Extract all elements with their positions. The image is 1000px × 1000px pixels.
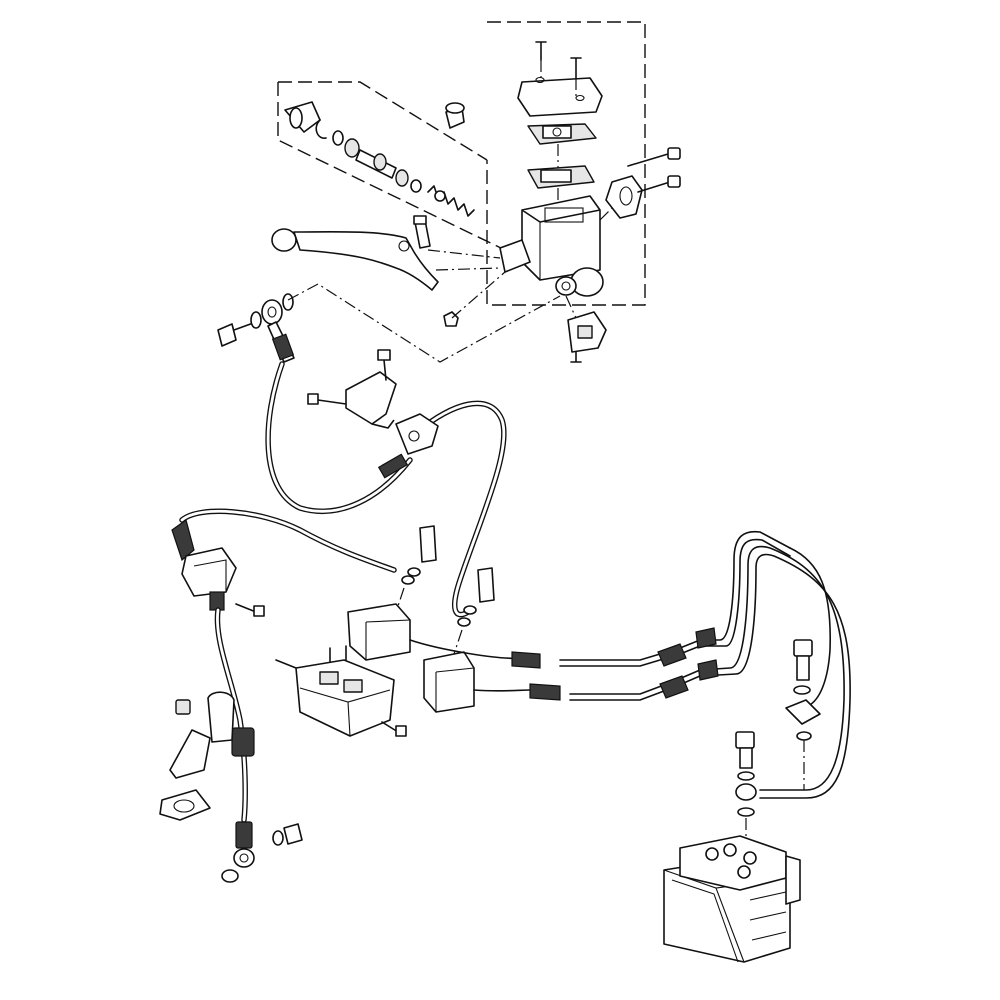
cap-screw-1 [535,41,547,61]
diaphragm [527,165,595,189]
secondary-cup [395,169,422,193]
spring [427,185,475,217]
fitting-bolt-b [457,567,495,627]
lower-banjo-bolt [272,823,303,846]
piston-cup [344,138,360,158]
left-brake-hose [179,508,397,573]
brake-light-switch [567,311,607,353]
reservoir-plug [445,102,465,129]
distribution-block-lower [423,651,475,713]
bracket-bolts [275,645,407,737]
distribution-block-upper [347,603,411,661]
cap-screw-2 [570,57,582,79]
lever-pivot-bolt [413,215,431,249]
fitting-bolt-a [401,525,437,585]
hose-clip [159,789,211,821]
abs-unit [663,835,801,963]
right-lower-banjo [735,731,757,817]
line-fittings [511,627,719,701]
right-upper-banjo [785,639,821,741]
piston [355,149,397,179]
hose-clamp-bolt-top [377,349,391,381]
hose-clamp [345,371,397,429]
lower-left-hose [214,607,255,849]
distribution-bracket [295,659,395,737]
clamp-bolt-2 [637,175,681,193]
left-joint-block [171,519,237,611]
upper-brake-hose [265,361,507,618]
lower-banjo [221,848,255,883]
hose-joint-block [377,413,439,479]
mirror-clamp [605,175,643,219]
hose-clamp-bolt [307,393,347,405]
diaphragm-plate [527,123,597,145]
upper-banjo-washers [250,293,294,329]
upper-banjo [261,299,295,363]
hose-guide-bracket [169,691,235,779]
switch-screw [570,351,582,363]
circlip [315,119,327,139]
washer-1 [332,130,344,146]
master-cylinder-body [499,195,604,297]
brake-lever [271,228,439,291]
dust-boot [284,101,321,133]
upper-banjo-bolt [217,321,257,347]
left-joint-bolt [235,603,265,617]
reservoir-cap [517,76,603,117]
master-cylinder-frame [277,21,646,306]
clamp-bolt-1 [627,147,681,167]
rigid-brake-lines [409,530,851,799]
